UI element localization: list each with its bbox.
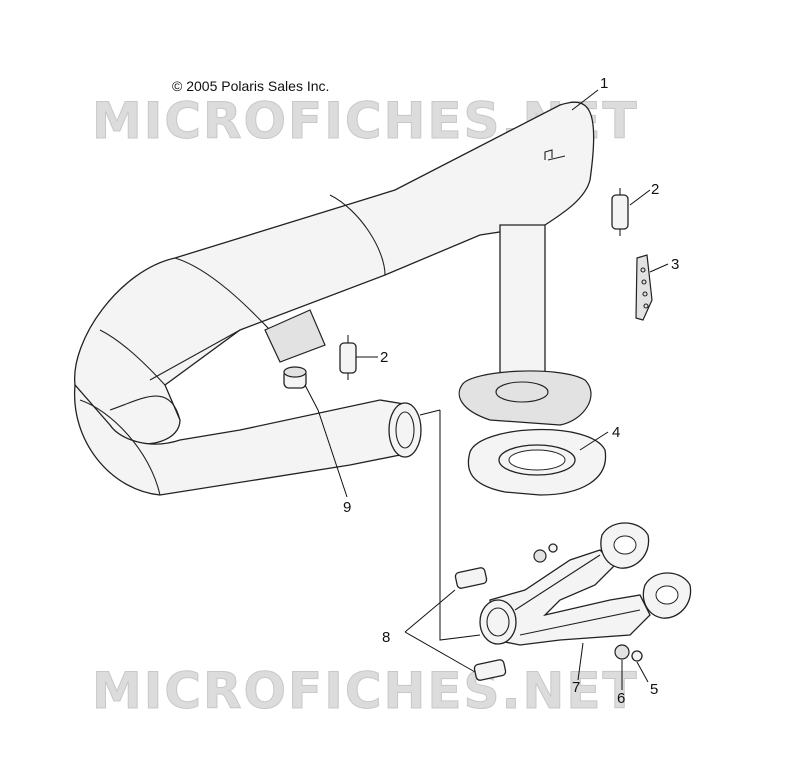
spring-part-2-upper [611, 188, 629, 236]
washer-part-5 [548, 543, 643, 662]
watermark-bottom: MICROFICHES.NET [92, 662, 639, 720]
spring-part-2-middle [339, 335, 357, 380]
muffler-assembly [73, 101, 595, 496]
callout-2-middle: 2 [380, 349, 388, 366]
gasket-part-4 [467, 428, 607, 496]
callout-5: 5 [650, 681, 658, 698]
callout-2-upper: 2 [651, 181, 659, 198]
copyright-text: © 2005 Polaris Sales Inc. [172, 78, 330, 94]
callout-6: 6 [617, 690, 625, 707]
nut-part-6 [533, 549, 630, 660]
callout-4: 4 [612, 424, 620, 441]
callout-1: 1 [600, 75, 608, 92]
grommet-part-9 [283, 366, 307, 389]
bracket-part-3 [635, 254, 653, 321]
spring-part-8-lower [473, 659, 507, 681]
manifold-part-7 [479, 522, 692, 646]
callout-9: 9 [343, 499, 351, 516]
leader-lines [304, 89, 669, 690]
callout-7: 7 [572, 679, 580, 696]
callout-8: 8 [382, 629, 390, 646]
callout-3: 3 [671, 256, 679, 273]
spring-part-8-upper [454, 567, 488, 589]
